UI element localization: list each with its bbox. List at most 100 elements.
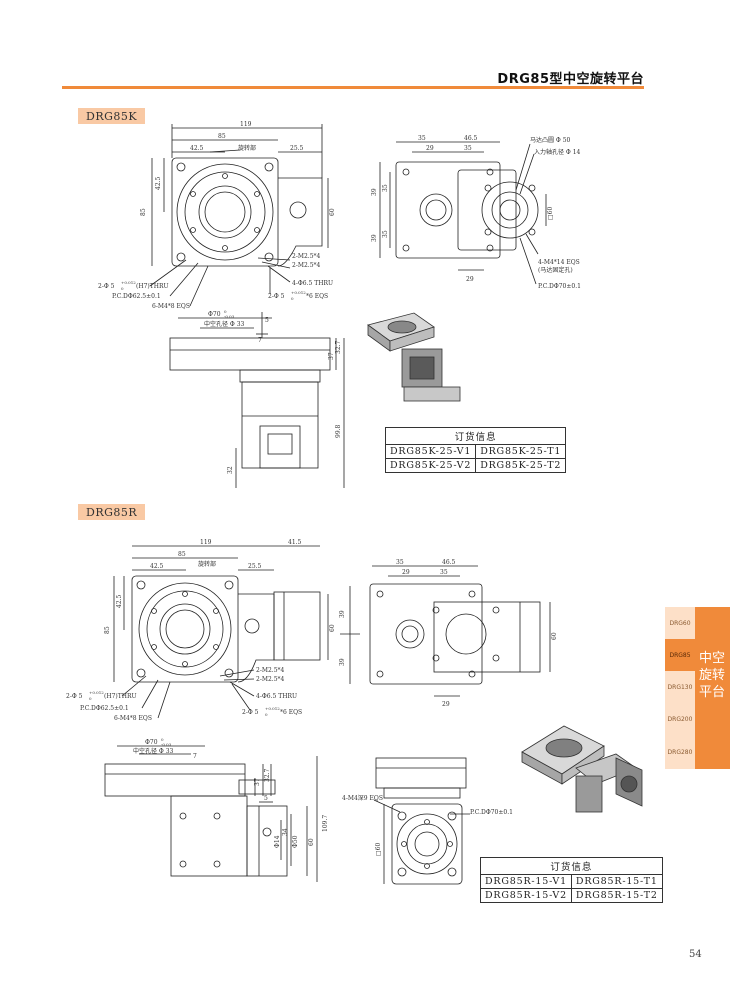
dim-60sq: □60 [375,843,382,856]
dim-85: 85 [218,133,226,140]
note-pin-b-tol-lo: 0 [265,712,268,717]
dim-109-7: 109.7 [322,815,329,832]
dim-119: 119 [240,121,252,128]
dim-phi70-tol: 0 [224,309,227,314]
drg85r-front-view: Φ70 0 -0.03 中空孔径 Φ 33 7 37 32.7 109.7 5 … [95,736,345,886]
dim-35v: 35 [382,184,389,192]
rotary-label: 旋转部 [238,144,256,152]
drg85r-side-view: 4-M4深9 EQS P.C.DΦ70±0.1 □60 [340,752,520,892]
dim-29b: 29 [466,276,474,283]
title-rule [62,86,644,89]
dim-37: 37 [328,352,335,360]
dim-46-5: 46.5 [442,559,456,566]
dim-46-5: 46.5 [464,135,478,142]
model-tag-drg85r: DRG85R [78,504,146,520]
dim-39a: 39 [339,610,346,618]
dim-32: 32 [227,466,234,474]
note-m4-depth: 4-M4深9 EQS [342,794,383,802]
drg85k-front-view: Φ70 0 -0.03 中空孔径 Φ 33 5 7 37 32.7 99.8 3… [150,308,350,498]
note-m4-14: 4-M4*14 EQS [538,259,580,266]
dim-29: 29 [402,569,410,576]
dim-35b: 35 [464,145,472,152]
dim-29: 29 [426,145,434,152]
note-m4: 6-M4*8 EQS [152,303,190,310]
dim-29b: 29 [442,701,450,706]
note-thru: 4-Φ6.5 THRU [256,693,297,700]
side-band [695,607,730,769]
note-pin-a-tol-lo: 0 [89,696,92,701]
order-code: DRG85R-15-V2 [480,888,572,903]
page-number: 54 [689,949,702,960]
dim-phi50: Φ50 [292,835,299,848]
side-tab-drg130[interactable]: DRG130 [665,671,695,704]
rotary-label: 旋转部 [198,560,216,568]
note-pin-b-tol-lo: 0 [291,296,294,301]
drg85k-iso-image [362,305,472,415]
order-code: DRG85R-15-V1 [480,874,572,889]
dim-42-5v: 42.5 [155,176,162,190]
drg85r-iso-image [518,712,658,822]
dim-25-5: 25.5 [290,145,304,152]
dim-39b: 39 [339,658,346,666]
dim-hollow: 中空孔径 Φ 33 [204,320,245,328]
dim-35v2: 35 [382,230,389,238]
model-side-nav: DRG60 DRG85 DRG130 DRG200 DRG280 [665,607,695,770]
note-thru: 4-Φ6.5 THRU [292,280,333,287]
note-pin-b: 2-Φ 5 [268,293,285,300]
dim-37: 37 [254,778,261,786]
note-m2-5-a: 2-M2.5*4 [256,667,285,674]
dim-39b: 39 [371,234,378,242]
dim-99-8: 99.8 [335,424,342,438]
model-tag-drg85k: DRG85K [78,108,146,124]
order-code: DRG85K-25-T1 [475,444,567,459]
dim-25-5: 25.5 [248,563,262,570]
dim-60: 60 [551,632,558,640]
order-code: DRG85R-15-T2 [570,888,663,903]
dim-35: 35 [418,135,426,142]
dim-phi70-tol2: -0.03 [161,742,172,747]
order-code: DRG85K-25-V1 [384,444,477,459]
drg85r-top-view: 119 41.5 85 42.5 25.5 旋转部 85 42.5 60 2-M… [62,536,342,726]
dim-60sq: □60 [547,207,554,220]
side-band-label: 中空旋转平台 [698,651,725,700]
note-pin-b-tol-up: +0.012 [265,706,280,711]
order-code: DRG85K-25-T2 [475,458,567,473]
note-h7: (H7)THRU [104,693,137,700]
note-m2-5-b: 2-M2.5*4 [256,676,285,683]
drg85k-order-table: 订货信息 DRG85K-25-V1 DRG85K-25-T1 DRG85K-25… [384,427,567,473]
drg85r-motor-view: 35 46.5 29 35 39 60 39 29 [330,556,560,706]
dim-85: 85 [178,551,186,558]
order-header: 订货信息 [480,857,663,875]
dim-phi14: Φ14 [274,835,281,848]
note-pin-a: 2-Φ 5 [98,283,115,290]
order-code: DRG85R-15-T1 [570,874,663,889]
drg85k-top-view: 119 85 42.5 25.5 旋转部 85 42.5 60 2-M2.5*4… [90,118,350,318]
dim-5: 5 [264,795,268,802]
side-tab-drg280[interactable]: DRG280 [665,735,695,770]
note-motor-holes: (马达固定孔) [538,266,573,274]
dim-42-5v: 42.5 [116,594,123,608]
note-pin-a: 2-Φ 5 [66,693,83,700]
dim-85v: 85 [140,208,147,216]
page-title: DRG85型中空旋转平台 [497,72,644,87]
note-pcd: P.C.DΦ62.5±0.1 [80,705,129,712]
dim-60: 60 [329,208,336,216]
side-tab-drg85[interactable]: DRG85 [665,639,695,672]
note-pin-a-tol-up: +0.012 [89,690,104,695]
dim-7: 7 [193,753,197,760]
note-m2-5-a: 2-M2.5*4 [292,253,321,260]
dim-7: 7 [258,337,262,344]
dim-39a: 39 [371,188,378,196]
dim-85v: 85 [104,626,111,634]
dim-60: 60 [329,624,336,632]
side-tab-drg200[interactable]: DRG200 [665,703,695,736]
side-tab-drg60[interactable]: DRG60 [665,607,695,640]
note-input-shaft: 入力轴孔径 Φ 14 [534,148,581,156]
dim-32-7: 32.7 [335,340,342,354]
dim-phi70-tol: 0 [161,737,164,742]
drg85r-order-table: 订货信息 DRG85R-15-V1 DRG85R-15-T1 DRG85R-15… [480,857,663,903]
dim-phi70: Φ70 [208,311,221,318]
dim-35: 35 [396,559,404,566]
dim-42-5: 42.5 [190,145,204,152]
drg85k-motor-view: 35 46.5 29 35 39 35 39 35 □60 29 马达凸圆 Φ … [350,130,610,295]
